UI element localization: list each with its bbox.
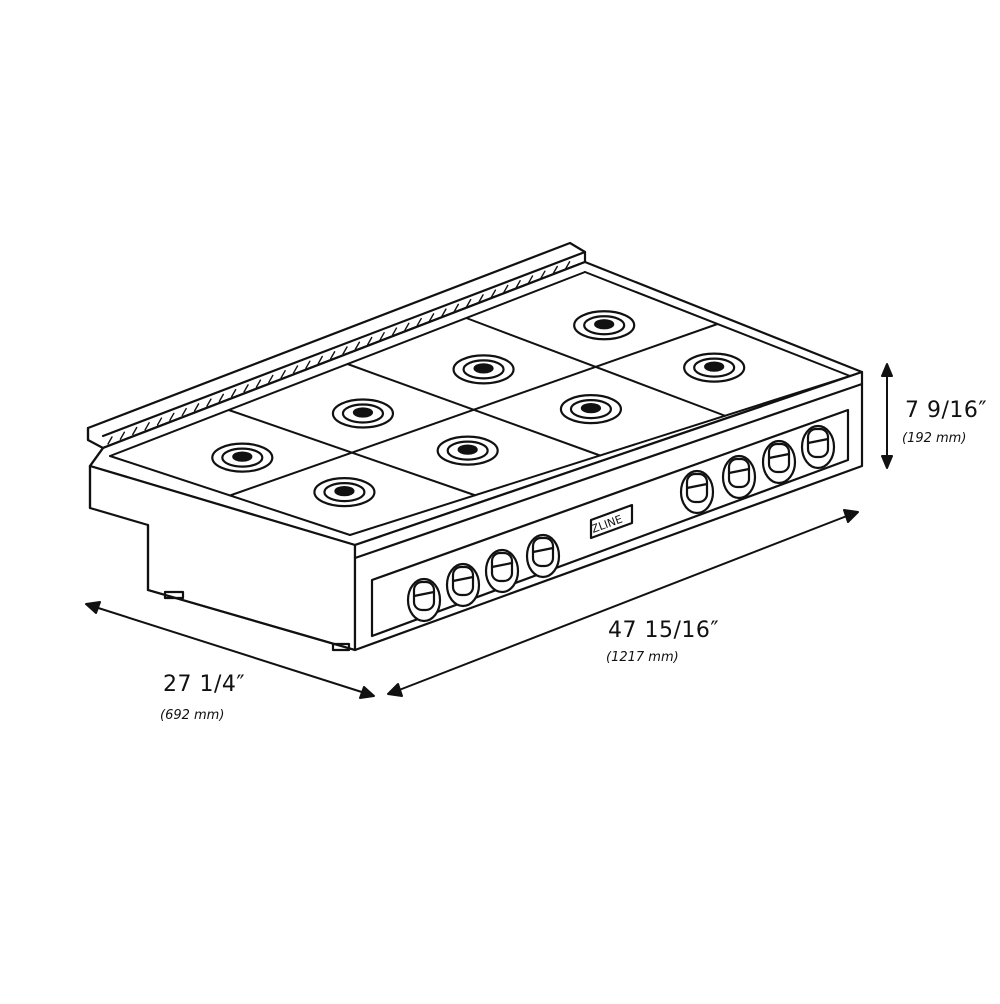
knob-grip <box>685 482 709 490</box>
burner-ring <box>583 315 626 336</box>
foot-right <box>331 642 351 652</box>
burner <box>452 354 515 385</box>
burner-cap-center <box>334 486 355 497</box>
width-dimension-label: 47 15/16″ <box>608 618 720 643</box>
knob-grip <box>806 437 830 445</box>
burner-ring <box>569 399 613 420</box>
grate-bar <box>109 271 586 457</box>
height-dimension-arrow <box>881 363 893 469</box>
burner-ring <box>341 403 385 424</box>
height-dimension-metric: (192 mm) <box>902 431 967 446</box>
burner <box>211 442 274 473</box>
burner-grates <box>109 271 851 536</box>
control-knob[interactable] <box>445 562 481 608</box>
burner <box>313 477 376 508</box>
width-dimension-metric: (1217 mm) <box>606 650 679 665</box>
depth-dimension-arrow <box>85 601 375 699</box>
control-knob[interactable] <box>484 548 520 594</box>
zline-logo-badge: ZLINE <box>590 503 634 540</box>
burner <box>573 310 636 341</box>
knob-grip <box>531 546 555 554</box>
knob-grip <box>727 467 751 475</box>
knob-grip <box>412 590 436 598</box>
control-knob[interactable] <box>679 469 715 515</box>
control-knob[interactable] <box>800 424 836 470</box>
burner-cap-center <box>352 407 374 418</box>
burner-ring <box>693 357 736 378</box>
foot-left <box>163 590 185 600</box>
burner-ring <box>323 482 366 503</box>
burner-cap-center <box>473 363 494 374</box>
control-knob[interactable] <box>525 533 561 579</box>
depth-dimension-label: 27 1/4″ <box>163 672 246 697</box>
burner-ring <box>221 447 264 468</box>
knob-grip <box>451 575 475 583</box>
control-knob[interactable] <box>721 454 757 500</box>
burner <box>436 435 499 466</box>
burner <box>331 398 395 429</box>
burner-cap-center <box>232 451 253 462</box>
width-dimension-arrow <box>387 509 859 697</box>
burner <box>559 394 623 425</box>
burner-cap-center <box>457 444 478 455</box>
burner-ring <box>446 440 489 461</box>
burner-cap-center <box>594 319 615 330</box>
burner-set <box>211 310 746 508</box>
height-dimension-label: 7 9/16″ <box>905 398 988 423</box>
grate-bar <box>229 323 719 497</box>
control-knobs <box>406 424 836 623</box>
knob-grip <box>767 452 791 460</box>
burner-cap-center <box>704 361 725 372</box>
depth-dimension-metric: (692 mm) <box>160 708 225 723</box>
knob-grip <box>490 561 514 569</box>
control-knob[interactable] <box>761 439 797 485</box>
rail-vent-slots <box>107 261 571 445</box>
burner-cap-center <box>580 403 602 414</box>
grate-bar <box>349 375 851 536</box>
burner <box>683 352 746 383</box>
burner-ring <box>462 359 505 380</box>
control-knob[interactable] <box>406 577 442 623</box>
